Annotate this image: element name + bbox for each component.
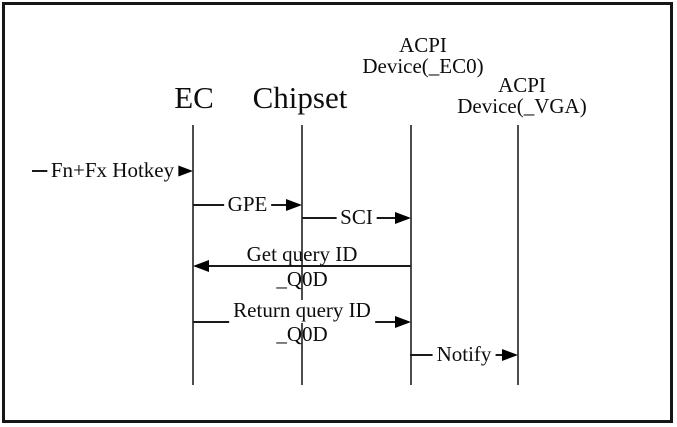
actor-label-ec: EC [174, 80, 214, 115]
lifeline-ec [192, 125, 194, 385]
message-fn-fx-hotkey: Fn+Fx Hotkey [32, 150, 193, 192]
message-line [207, 265, 411, 267]
actor-label-acpi-ec0: ACPI Device(_EC0) [343, 35, 503, 77]
actor-label-acpi-vga: ACPI Device(_VGA) [442, 75, 602, 117]
lifeline-acpi-vga [517, 125, 519, 385]
message-label: Fn+Fx Hotkey [46, 160, 179, 181]
actor-label-line1: ACPI [498, 73, 546, 97]
message-label-line2: _Q0D [276, 267, 328, 291]
message-sci: SCI [302, 197, 411, 239]
actor-label-line2: Device(_EC0) [362, 54, 484, 78]
arrowhead-right [395, 316, 411, 328]
message-label: SCI [336, 207, 377, 228]
actor-label-line1: ACPI [399, 33, 447, 57]
message-notify: Notify [410, 334, 518, 376]
lifeline-chipset [301, 125, 303, 385]
diagram-border [2, 2, 673, 423]
message-label-line1: Get query ID [246, 242, 358, 266]
arrowhead-right [177, 165, 193, 177]
arrowhead-left [193, 260, 209, 272]
actor-label-line2: Device(_VGA) [457, 94, 587, 118]
message-label: Notify [432, 344, 496, 365]
message-label-line1: Return query ID [229, 300, 375, 323]
arrowhead-right [286, 199, 302, 211]
message-gpe: GPE [193, 184, 302, 226]
message-return-query-id: Return query ID _Q0D [193, 299, 411, 347]
message-get-query-id: Get query ID _Q0D [193, 243, 411, 291]
message-label: GPE [223, 194, 272, 215]
actor-label-chipset: Chipset [252, 80, 348, 115]
lifeline-acpi-ec0 [410, 125, 412, 385]
message-label-line2: _Q0D [276, 322, 328, 346]
arrowhead-right [502, 349, 518, 361]
arrowhead-right [395, 212, 411, 224]
